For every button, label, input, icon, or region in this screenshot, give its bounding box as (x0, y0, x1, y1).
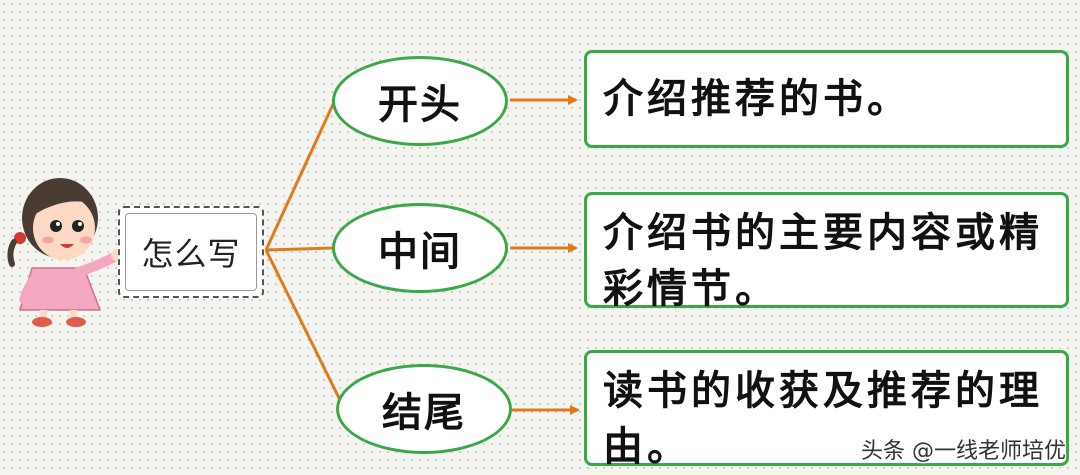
branch-line-middle (265, 246, 336, 252)
branch-node-middle: 中间 (332, 203, 508, 293)
content-text: 读书的收获及推荐的理由。 (603, 367, 1043, 470)
watermark-text: 头条 @一线老师培优 (861, 439, 1066, 464)
branch-node-label: 开头 (378, 81, 462, 128)
content-text: 介绍推荐的书。 (603, 75, 911, 122)
branch-node-label: 结尾 (382, 389, 466, 436)
center-node-label: 怎么写 (141, 235, 241, 273)
branch-node-ending: 结尾 (336, 364, 512, 454)
cartoon-girl-illustration (7, 178, 123, 327)
content-box-beginning: 介绍推荐的书。 (584, 50, 1069, 148)
content-box-middle: 介绍书的主要内容或精彩情节。 (584, 192, 1069, 312)
branch-node-beginning: 开头 (332, 56, 508, 146)
branch-line-bottom (264, 249, 342, 401)
branch-line-top (264, 99, 337, 251)
content-text: 介绍书的主要内容或精彩情节。 (603, 209, 1043, 312)
center-node: 怎么写 (118, 206, 264, 298)
branch-node-label: 中间 (378, 228, 462, 275)
content-box-ending: 读书的收获及推荐的理由。 (584, 350, 1069, 470)
